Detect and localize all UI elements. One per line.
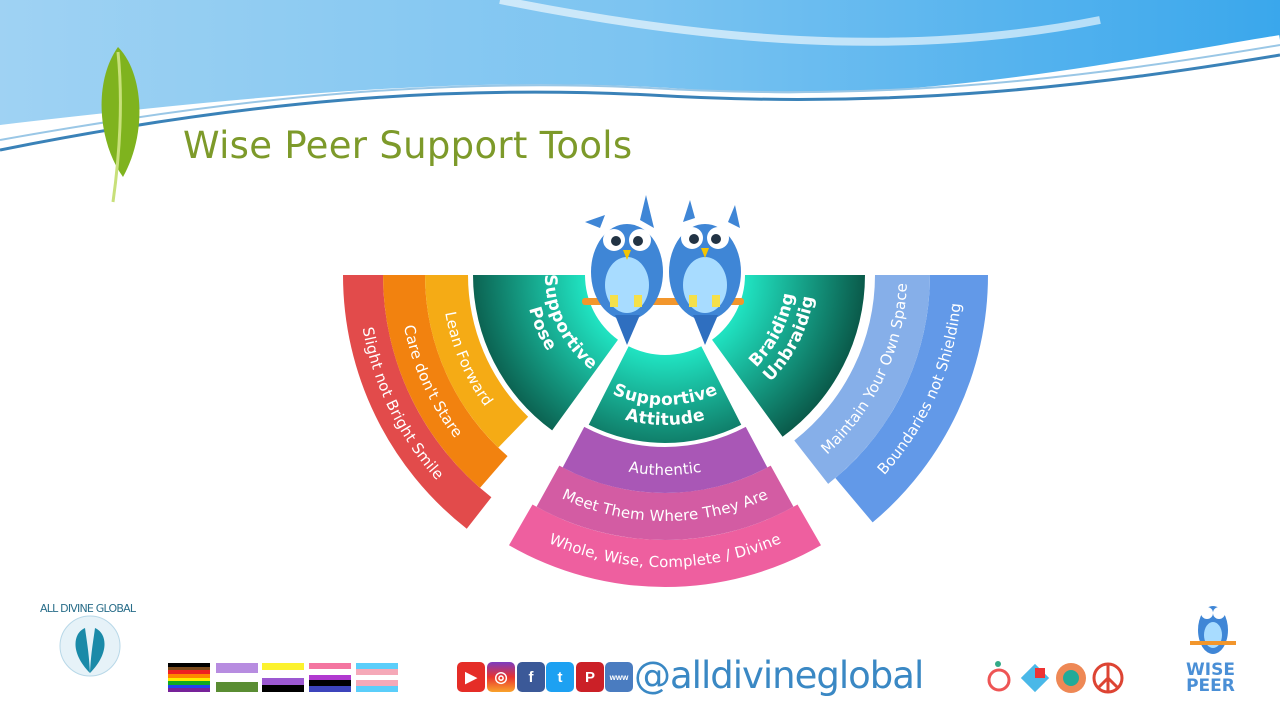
band-boundaries-not-shielding <box>835 275 988 523</box>
pinterest-icon[interactable]: P <box>576 662 604 692</box>
svg-text:Authentic: Authentic <box>628 458 703 479</box>
flower-icon <box>1056 663 1086 693</box>
transgender-flag <box>356 663 398 692</box>
band-slight-not-bright-smile <box>343 275 492 529</box>
segment-supportive-attitude <box>588 346 742 443</box>
social-handle[interactable]: @alldivineglobal <box>634 654 924 697</box>
progress-pride-flag <box>168 663 210 692</box>
segment-supportive-pose <box>473 275 618 431</box>
feather-icon <box>101 47 140 203</box>
accessibility-icon <box>987 661 1011 692</box>
peer-text: PEER <box>1186 676 1235 696</box>
peace-icon <box>1092 662 1124 694</box>
wise-peer-owl-icon <box>1190 606 1236 654</box>
instagram-icon[interactable]: ◎ <box>487 662 515 692</box>
nonbinary-flag <box>262 663 304 692</box>
band-care-dont-stare <box>383 275 508 488</box>
logo-text: ALL DIVINE GLOBAL <box>40 602 140 615</box>
owls-on-branch-illustration <box>582 195 744 345</box>
facebook-icon[interactable]: f <box>517 662 545 692</box>
page-title: Wise Peer Support Tools <box>183 124 633 167</box>
band-lean-forward <box>425 275 529 448</box>
all-divine-global-logo: ALL DIVINE GLOBAL <box>40 602 140 677</box>
puzzle-icon <box>1020 663 1050 693</box>
www-icon[interactable]: www <box>605 662 633 692</box>
segment-braiding-unbraiding <box>712 275 865 437</box>
youtube-icon[interactable]: ▶ <box>457 662 485 692</box>
label-authentic: Authentic <box>628 458 703 479</box>
wise-text: WISE <box>1186 660 1235 680</box>
band-whole-wise-complete <box>509 504 821 587</box>
band-authentic <box>562 426 768 493</box>
band-maintain-your-own-space <box>794 275 930 484</box>
band-meet-them-where-they-are <box>536 465 794 540</box>
agender-flag <box>216 663 258 693</box>
inclusion-icons <box>987 661 1124 694</box>
header-wave-background <box>0 0 1280 152</box>
twitter-icon[interactable]: t <box>546 662 574 692</box>
genderfluid-flag <box>309 663 351 692</box>
